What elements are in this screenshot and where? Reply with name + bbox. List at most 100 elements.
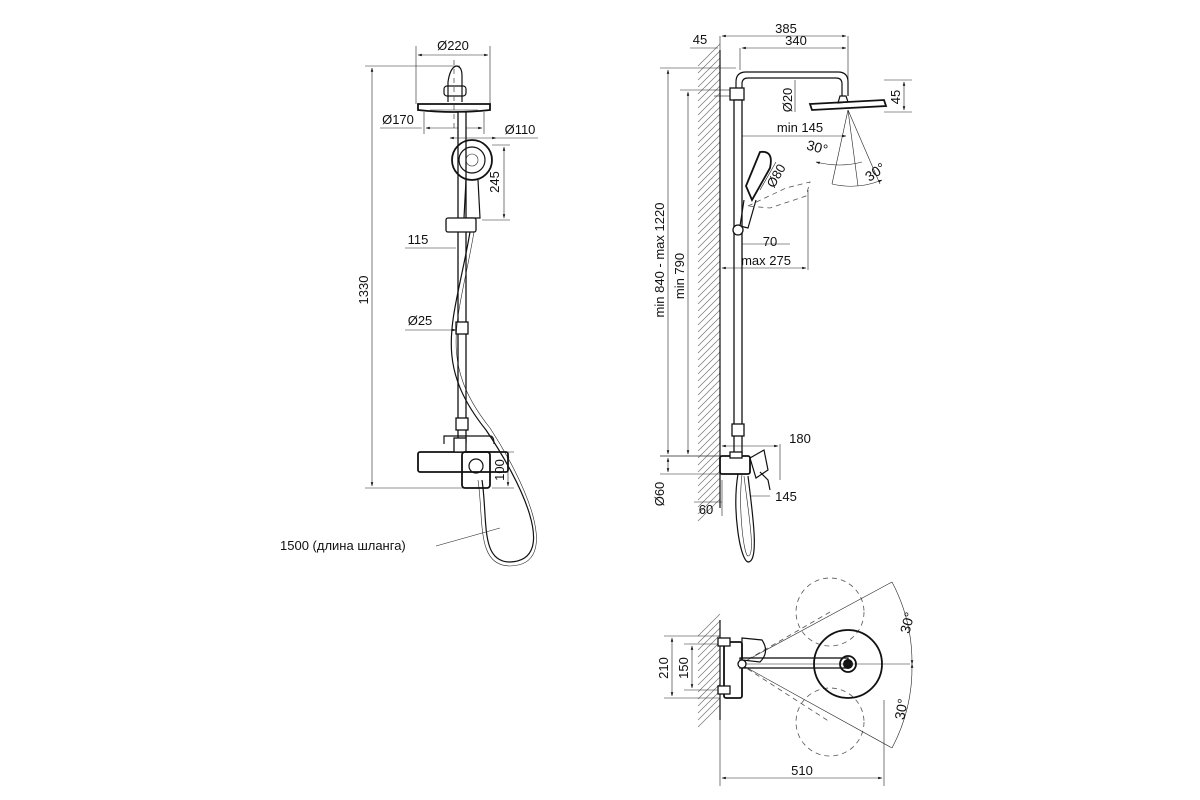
hatch-line <box>697 351 721 375</box>
dim-total-reach-label: 385 <box>775 21 797 36</box>
dim-mixer-height-label: 100 <box>492 459 507 481</box>
hatch-line <box>697 113 721 137</box>
dim-min-reach-label: min 145 <box>777 120 823 135</box>
hatch-line <box>697 498 721 522</box>
side-mixer <box>719 449 771 563</box>
hatch-line <box>697 662 721 686</box>
hatch-line <box>697 148 721 172</box>
wall-hatching <box>697 43 721 522</box>
dim-mixer-base: 60 <box>694 480 723 517</box>
hatch-line <box>697 400 721 424</box>
hatch-line <box>697 211 721 235</box>
top-view: 30° 30° 210 150 510 <box>656 577 918 786</box>
hatch-line <box>697 613 721 637</box>
dim-head-thickness: 45 <box>884 79 912 113</box>
hatch-line <box>697 204 721 228</box>
hatch-line <box>697 648 721 672</box>
hatch-line <box>697 281 721 305</box>
dim-head-diameter-label: Ø220 <box>437 38 469 53</box>
side-shower-head <box>808 95 888 111</box>
dim-max-reach: max 275 <box>721 190 809 270</box>
hatch-line <box>697 442 721 466</box>
dim-head-thickness-label: 45 <box>888 90 903 104</box>
dim-bar-diameter: Ø25 <box>405 313 457 332</box>
dim-mixer-diameter: Ø60 <box>652 455 720 506</box>
dim-head-pipe: Ø20 <box>780 80 796 112</box>
hatch-line <box>697 704 721 728</box>
hatch-line <box>697 634 721 658</box>
hatch-line <box>697 134 721 158</box>
hatch-line <box>697 99 721 123</box>
hatch-line <box>697 43 721 67</box>
hatch-line <box>697 491 721 515</box>
dim-length-label: 510 <box>791 763 813 778</box>
hatch-line <box>697 225 721 249</box>
dim-mixer-reach-label: 180 <box>789 431 811 446</box>
hatch-line <box>697 155 721 179</box>
rain-shower-head <box>417 60 491 130</box>
dim-total-height: 1330 <box>356 65 470 489</box>
hatch-line <box>697 323 721 347</box>
dim-max-reach-label: max 275 <box>741 253 791 268</box>
dim-bar-diameter-label: Ø25 <box>408 313 433 328</box>
hatch-line <box>697 92 721 116</box>
hatch-line <box>697 85 721 109</box>
rotation-sweep: 30° 30° <box>739 581 918 749</box>
dim-head-tilt-b-label: 30° <box>862 159 889 184</box>
dim-min-height-label: min 790 <box>672 253 687 299</box>
hatch-line <box>697 218 721 242</box>
hatch-line <box>697 470 721 494</box>
shower-hose <box>450 231 535 563</box>
hatch-line <box>697 232 721 256</box>
side-view: 45 385 340 Ø20 45 <box>652 21 912 563</box>
hose-length-label: 1500 (длина шланга) <box>280 538 406 553</box>
dim-mixer-spout: 145 <box>750 489 797 504</box>
hand-shower <box>451 139 493 219</box>
hatch-line <box>697 690 721 714</box>
hatch-line <box>697 267 721 291</box>
hatch-line <box>697 50 721 74</box>
dim-mixer-base-label: 60 <box>699 502 713 517</box>
handshower-holder: 115 <box>405 217 477 249</box>
hatch-line <box>697 106 721 130</box>
dim-holder-offset-label: 115 <box>408 232 429 247</box>
hatch-line <box>697 620 721 644</box>
hatch-line <box>697 477 721 501</box>
dim-holder-depth-label: 70 <box>763 234 777 249</box>
dim-handshower-diameter-side-label: Ø80 <box>763 161 788 190</box>
dim-mixer-spout-label: 145 <box>775 489 797 504</box>
dim-head-inner-diameter: Ø170 <box>380 112 485 134</box>
hatch-line <box>697 372 721 396</box>
hatch-line <box>697 358 721 382</box>
hatch-line <box>697 456 721 480</box>
hatch-line <box>697 176 721 200</box>
hatch-line <box>697 64 721 88</box>
dim-head-inner-diameter-label: Ø170 <box>382 112 414 127</box>
hatch-line <box>697 302 721 326</box>
hatch-line <box>697 288 721 312</box>
dim-side-handshower: Ø80 <box>759 161 789 191</box>
dim-top-side: 45 385 340 <box>690 21 849 92</box>
hatch-line <box>697 127 721 151</box>
hatch-line <box>697 190 721 214</box>
dim-handshower-length-label: 245 <box>487 171 502 193</box>
dim-rotation-b-label: 30° <box>891 697 910 721</box>
hatch-line <box>697 274 721 298</box>
hatch-line <box>697 421 721 445</box>
dim-head-diameter: Ø220 <box>415 38 491 104</box>
hatch-line <box>697 463 721 487</box>
hatch-line <box>697 428 721 452</box>
front-view: 1330 Ø220 Ø170 <box>280 38 538 567</box>
dim-min-reach: min 145 <box>742 120 847 138</box>
side-hand-shower <box>732 150 811 236</box>
hatch-line <box>697 309 721 333</box>
hatch-line <box>697 169 721 193</box>
hatch-line <box>697 246 721 270</box>
hatch-line <box>697 120 721 144</box>
hatch-line <box>697 676 721 700</box>
hatch-line <box>697 365 721 389</box>
dim-wall-offset-label: 45 <box>693 32 707 47</box>
hatch-line <box>697 641 721 665</box>
dim-top-widths: 210 150 <box>656 635 720 699</box>
dim-arm-reach-label: 340 <box>785 33 807 48</box>
